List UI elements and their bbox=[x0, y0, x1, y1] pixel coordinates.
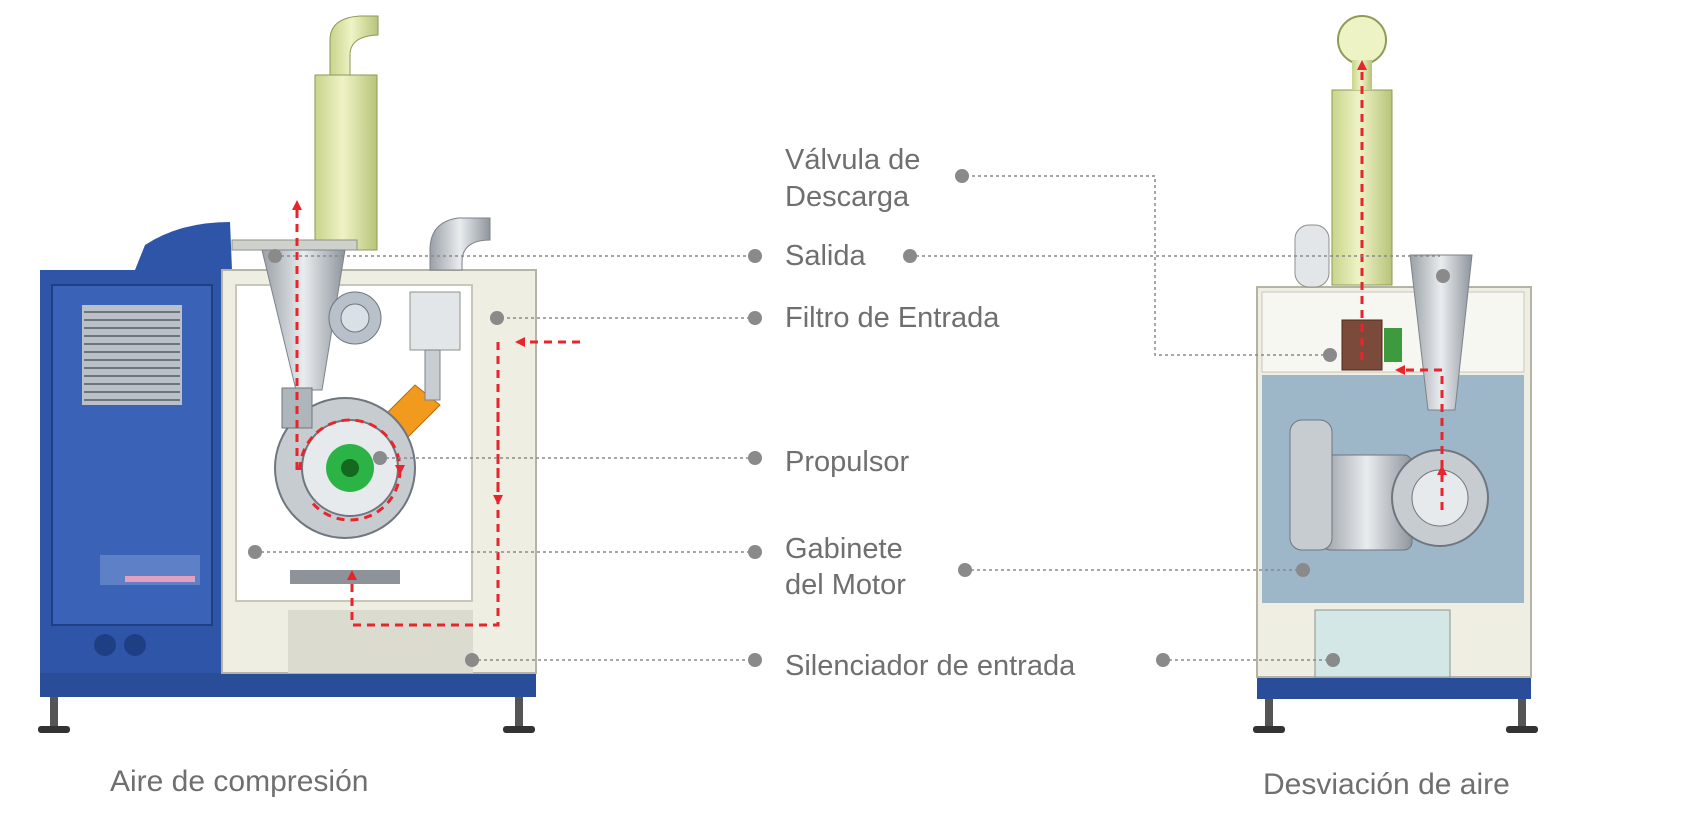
label-valvula-line1: Válvula de bbox=[785, 144, 921, 176]
dot-filtro-label bbox=[748, 311, 762, 325]
caption-desviacion-de-aire: Desviación de aire bbox=[1263, 768, 1510, 801]
dot-salida-label-left bbox=[748, 249, 762, 263]
label-valvula-line2: Descarga bbox=[785, 181, 910, 213]
label-silenciador-de-entrada: Silenciador de entrada bbox=[785, 650, 1076, 682]
dot-salida-left bbox=[268, 249, 282, 263]
dot-silenciador-label-left bbox=[748, 653, 762, 667]
label-filtro-de-entrada: Filtro de Entrada bbox=[785, 302, 1000, 334]
caption-aire-de-compresion: Aire de compresión bbox=[110, 765, 369, 798]
dot-propulsor-label bbox=[748, 451, 762, 465]
label-gabinete-line1: Gabinete bbox=[785, 533, 903, 565]
label-gabinete-line2: del Motor bbox=[785, 569, 906, 601]
dot-salida-right bbox=[1436, 269, 1450, 283]
leader-dots bbox=[248, 169, 1450, 667]
label-salida: Salida bbox=[785, 240, 866, 272]
dot-silenciador-right bbox=[1326, 653, 1340, 667]
leader-lines bbox=[255, 175, 1440, 661]
dot-gabinete-right bbox=[1296, 563, 1310, 577]
dot-gabinete-label-left bbox=[748, 545, 762, 559]
left-machine-illustration bbox=[38, 15, 580, 733]
right-machine-illustration bbox=[1253, 15, 1538, 733]
leader-valvula bbox=[960, 175, 1330, 356]
label-propulsor: Propulsor bbox=[785, 446, 910, 478]
dot-gabinete-left bbox=[248, 545, 262, 559]
dot-valvula-target bbox=[1323, 348, 1337, 362]
dot-valvula-label bbox=[955, 169, 969, 183]
dot-silenciador-label-right bbox=[1156, 653, 1170, 667]
dot-filtro-target bbox=[490, 311, 504, 325]
dot-gabinete-label-right bbox=[958, 563, 972, 577]
dot-salida-label-right bbox=[903, 249, 917, 263]
dot-propulsor-target bbox=[373, 451, 387, 465]
dot-silenciador-left bbox=[465, 653, 479, 667]
